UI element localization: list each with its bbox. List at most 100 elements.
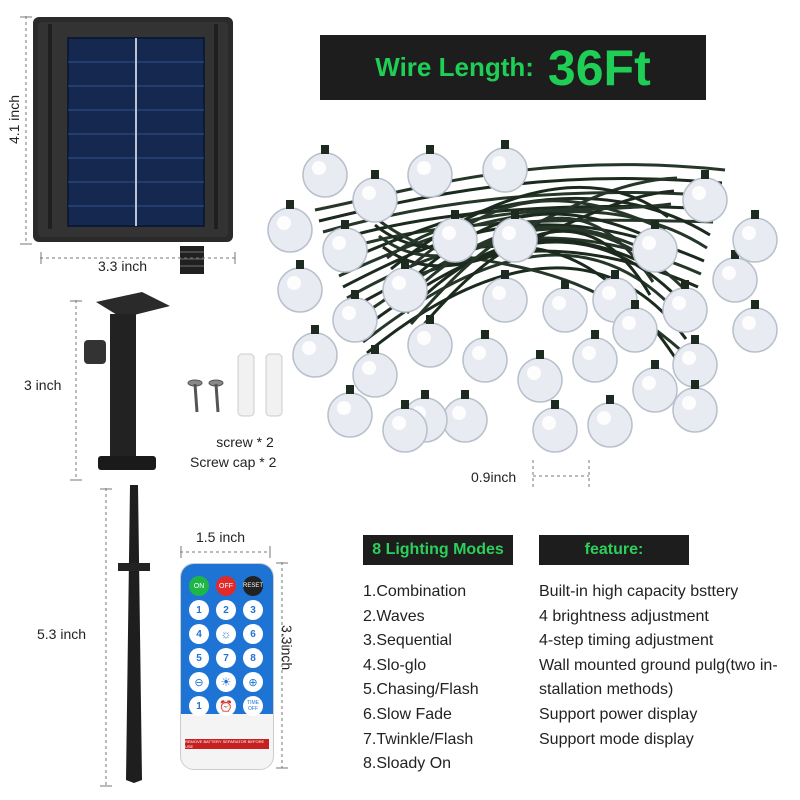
string-lights-image	[267, 140, 778, 453]
light-bulb	[267, 200, 313, 253]
remote-number-key[interactable]: 8	[243, 648, 263, 668]
mounting-bracket-image	[84, 292, 170, 470]
light-bulb	[682, 170, 728, 223]
remote-number-key[interactable]: 2	[216, 600, 236, 620]
off-button[interactable]: OFF	[216, 576, 236, 596]
bracket-height-label: 3 inch	[24, 377, 62, 393]
light-bulb	[612, 300, 658, 353]
solar-panel-image	[33, 17, 233, 274]
accessories-caption: screw * 2	[200, 432, 290, 453]
wire-length-banner: Wire Length: 36Ft	[320, 35, 706, 100]
feature-item: stallation methods)	[539, 681, 674, 699]
light-bulb	[277, 260, 323, 313]
features-list: Built-in high capacity bsttery 4 brightne…	[539, 580, 778, 752]
dim-sun-icon[interactable]: ☀	[216, 672, 236, 692]
lighting-mode-item: 2.Waves	[363, 607, 425, 625]
ground-stake-image	[118, 485, 150, 783]
wire-strand	[390, 185, 669, 271]
remote-number-key[interactable]: 4	[189, 624, 209, 644]
remote-number-key[interactable]: 1	[189, 600, 209, 620]
bulb-diameter-dimension-line	[532, 460, 590, 490]
panel-height-dimension-line	[20, 16, 32, 245]
feature-item: 4 brightness adjustment	[539, 607, 709, 625]
bulb-diameter-label: 0.9inch	[471, 469, 517, 485]
light-bulb	[542, 280, 588, 333]
light-bulb	[632, 220, 678, 273]
light-bulb	[732, 300, 778, 353]
panel-width-label: 3.3 inch	[98, 258, 148, 274]
light-bulb	[517, 350, 563, 403]
light-bulb	[332, 290, 378, 343]
stake-height-label: 5.3 inch	[37, 626, 87, 642]
lighting-mode-item: 3.Sequential	[363, 632, 452, 650]
light-bulb	[672, 335, 718, 388]
wire-length-label: Wire Length:	[375, 52, 534, 82]
stake-height-dimension-line	[100, 488, 112, 787]
screws-and-caps-image	[187, 353, 283, 417]
light-bulb	[672, 380, 718, 433]
lighting-mode-item: 5.Chasing/Flash	[363, 681, 479, 699]
light-bulb	[492, 210, 538, 263]
wire-strand	[366, 266, 688, 355]
time-off-button[interactable]: TIME OFF	[243, 696, 263, 716]
panel-width-dimension-line	[40, 252, 236, 264]
mode-sun-icon[interactable]: ☼	[216, 624, 236, 644]
features-heading: feature:	[539, 535, 689, 565]
light-bulb	[572, 330, 618, 383]
remote-number-key[interactable]: 6	[243, 624, 263, 644]
light-bulb	[632, 360, 678, 413]
lighting-modes-heading: 8 Lighting Modes	[363, 535, 513, 565]
feature-item: 4-step timing adjustment	[539, 632, 714, 650]
bracket-height-dimension-line	[70, 300, 82, 481]
light-bulb	[407, 315, 453, 368]
light-bulb	[662, 280, 708, 333]
screw-count-label: screw * 2	[216, 434, 274, 450]
dim-minus-icon[interactable]: ⊖	[189, 672, 209, 692]
remote-width-dimension-line	[180, 546, 271, 558]
remote-number-key[interactable]: 7	[216, 648, 236, 668]
light-bulb	[352, 345, 398, 398]
light-bulb	[292, 325, 338, 378]
wire-strand	[386, 202, 672, 260]
feature-item: Support mode display	[539, 730, 694, 748]
wire-strand	[394, 199, 666, 282]
feature-item: Wall mounted ground pulg(two in-	[539, 656, 778, 674]
light-bulb	[482, 140, 528, 193]
light-bulb	[712, 250, 758, 303]
light-bulb	[327, 385, 373, 438]
light-bulb	[407, 145, 453, 198]
lighting-modes-list: 1.Combination 2.Waves 3.Sequential 4.Slo-gl…	[363, 580, 479, 777]
remote-height-label: 3.3inch	[279, 625, 295, 671]
light-bulb	[432, 210, 478, 263]
remote-number-key[interactable]: 1	[189, 696, 209, 716]
light-bulb	[302, 145, 348, 198]
light-bulb	[732, 210, 778, 263]
on-button[interactable]: ON	[189, 576, 209, 596]
light-bulb	[442, 390, 488, 443]
light-bulb	[382, 260, 428, 313]
light-bulb	[382, 400, 428, 453]
lighting-mode-item: 8.Sloady On	[363, 755, 452, 773]
remote-number-key[interactable]: 3	[243, 600, 263, 620]
remote-control: ON OFF RESET ☼ ⊖ ☀ ⊕ ⏰ TIME OFF REMOVE B…	[180, 563, 274, 770]
light-bulb	[587, 395, 633, 448]
reset-button[interactable]: RESET	[243, 576, 263, 596]
cap-count-label: Screw cap * 2	[190, 454, 277, 470]
wire-length-value: 36Ft	[547, 39, 651, 96]
battery-warning-strip: REMOVE BATTERY SEPARATOR BEFORE USE	[185, 739, 269, 749]
timer-clock-icon[interactable]: ⏰	[216, 696, 236, 716]
feature-item: Support power display	[539, 705, 698, 723]
feature-item: Built-in high capacity bsttery	[539, 583, 739, 600]
remote-width-label: 1.5 inch	[196, 529, 246, 545]
lighting-mode-item: 6.Slow Fade	[363, 705, 452, 723]
light-bulb	[352, 170, 398, 223]
lighting-mode-item: 1.Combination	[363, 583, 467, 600]
light-bulb	[322, 220, 368, 273]
dim-plus-icon[interactable]: ⊕	[243, 672, 263, 692]
lighting-mode-item: 4.Slo-glo	[363, 656, 427, 674]
remote-number-key[interactable]: 5	[189, 648, 209, 668]
remote-height-dimension-line	[276, 562, 288, 769]
light-bulb	[482, 270, 528, 323]
lighting-mode-item: 7.Twinkle/Flash	[363, 730, 474, 748]
panel-height-label: 4.1 inch	[6, 95, 22, 145]
